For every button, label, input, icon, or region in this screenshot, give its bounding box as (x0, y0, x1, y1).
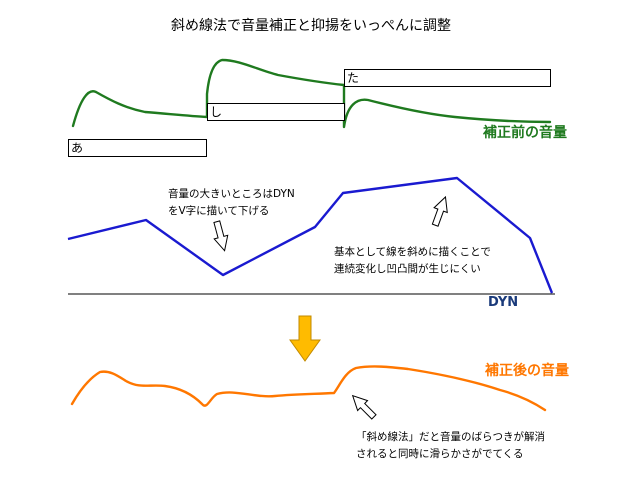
note-v-shape: 音量の大きいところはDYN をV字に描いて下げる (168, 186, 295, 220)
note-diagonal-line-1: 基本として線を斜めに描くことで (334, 246, 491, 258)
note-diagonal: 基本として線を斜めに描くことで 連続変化し凹凸間が生じにくい (334, 244, 491, 278)
hollow-arrow-up-left-icon (351, 394, 377, 420)
note-diagonal-line-2: 連続変化し凹凸間が生じにくい (334, 263, 481, 275)
yellow-arrow-down-icon (289, 315, 321, 362)
phrase-box-ta: た (344, 69, 551, 87)
note-result: 「斜め線法」だと音量のばらつきが解消 されると同時に滑らかさがでてくる (356, 429, 545, 463)
phrase-label-ta: た (347, 71, 360, 85)
phrase-label-shi: し (210, 105, 223, 119)
legend-after: 補正後の音量 (485, 363, 569, 379)
note-result-line-1: 「斜め線法」だと音量のばらつきが解消 (356, 431, 545, 443)
page-title: 斜め線法で音量補正と抑揚をいっぺんに調整 (171, 18, 451, 34)
before-volume-curve (71, 58, 552, 129)
dyn-line (67, 176, 554, 294)
note-result-line-2: されると同時に滑らかさがでてくる (356, 448, 524, 460)
note-v-shape-line-1: 音量の大きいところはDYN (168, 188, 295, 200)
after-volume-curve (70, 365, 547, 412)
phrase-label-a: あ (71, 141, 84, 155)
phrase-box-a: あ (68, 139, 207, 157)
note-v-shape-line-2: をV字に描いて下げる (168, 205, 270, 217)
hollow-arrow-down-icon (213, 220, 229, 252)
hollow-arrow-up-icon (431, 195, 448, 227)
legend-dyn: DYN (488, 295, 519, 310)
phrase-box-shi: し (207, 103, 345, 121)
legend-before: 補正前の音量 (483, 125, 567, 141)
